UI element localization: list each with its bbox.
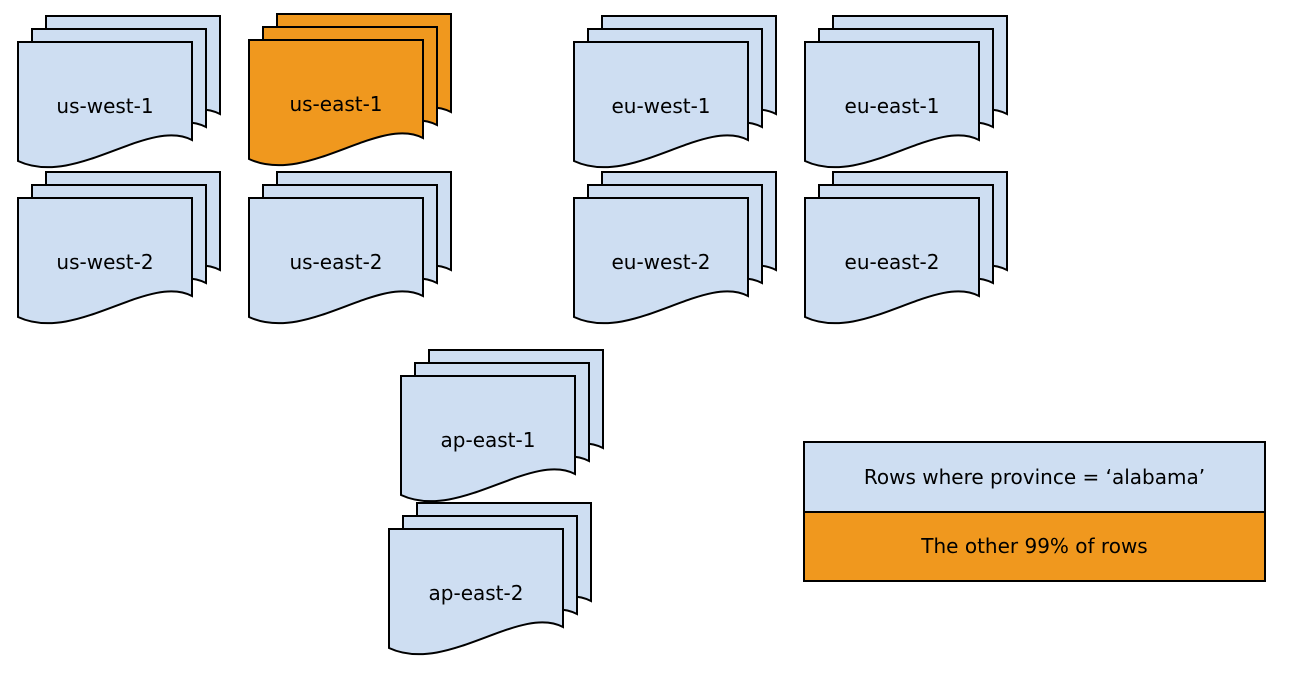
- legend-item-label: Rows where province = ‘alabama’: [863, 464, 1206, 489]
- region-label: us-west-1: [56, 94, 153, 118]
- region-stack-us-east-2: us-east-2: [248, 171, 452, 327]
- region-stack-us-west-2: us-west-2: [17, 171, 221, 327]
- region-stack-us-west-1: us-west-1: [17, 15, 221, 171]
- region-stack-ap-east-1: ap-east-1: [400, 349, 604, 505]
- region-label: eu-west-2: [611, 250, 710, 274]
- document-stack-icon: eu-west-2: [573, 171, 777, 325]
- document-stack-icon: eu-west-1: [573, 15, 777, 169]
- region-stack-eu-east-2: eu-east-2: [804, 171, 1008, 327]
- region-stack-eu-west-1: eu-west-1: [573, 15, 777, 171]
- document-stack-icon: us-west-1: [17, 15, 221, 169]
- region-label: us-east-1: [289, 92, 382, 116]
- document-stack-icon: us-east-1: [248, 13, 452, 167]
- document-stack-icon: us-east-2: [248, 171, 452, 325]
- region-label: eu-west-1: [611, 94, 710, 118]
- region-label: eu-east-1: [845, 94, 940, 118]
- region-stack-eu-west-2: eu-west-2: [573, 171, 777, 327]
- region-label: ap-east-1: [441, 428, 536, 452]
- document-stack-icon: eu-east-1: [804, 15, 1008, 169]
- region-label: ap-east-2: [429, 581, 524, 605]
- document-stack-icon: ap-east-1: [400, 349, 604, 503]
- region-label: us-east-2: [289, 250, 382, 274]
- legend: Rows where province = ‘alabama’ The othe…: [803, 441, 1266, 582]
- region-stack-us-east-1: us-east-1: [248, 13, 452, 169]
- legend-item-label: The other 99% of rows: [921, 534, 1148, 559]
- region-label: us-west-2: [56, 250, 153, 274]
- region-label: eu-east-2: [845, 250, 940, 274]
- region-stack-eu-east-1: eu-east-1: [804, 15, 1008, 171]
- legend-item-province-match: Rows where province = ‘alabama’: [805, 443, 1264, 511]
- document-stack-icon: ap-east-2: [388, 502, 592, 656]
- document-stack-icon: eu-east-2: [804, 171, 1008, 325]
- region-stack-ap-east-2: ap-east-2: [388, 502, 592, 658]
- document-stack-icon: us-west-2: [17, 171, 221, 325]
- legend-item-other-rows: The other 99% of rows: [805, 510, 1264, 580]
